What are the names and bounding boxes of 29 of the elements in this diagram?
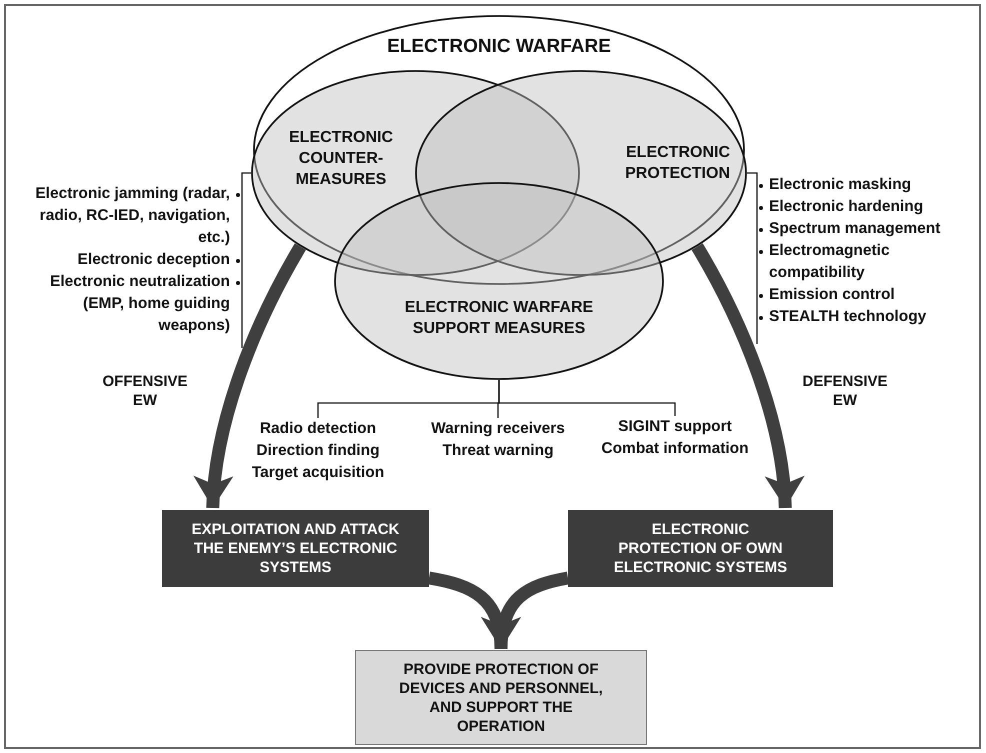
bracket-line xyxy=(498,380,676,416)
function-label: Warning receivers xyxy=(430,419,566,439)
list-item: Electronic hardening xyxy=(757,196,983,218)
curved-arrow xyxy=(692,243,804,508)
function-label: SIGINT support xyxy=(617,417,733,437)
list-item: STEALTH technology xyxy=(757,306,983,328)
region-label: ELECTRONIC WARFARE SUPPORT MEASURES xyxy=(404,298,594,339)
function-label: Threat warning xyxy=(441,441,555,461)
function-label: Combat information xyxy=(600,439,750,459)
list-item: Electronic deception xyxy=(8,249,242,271)
outcome-box: ELECTRONIC PROTECTION OF OWN ELECTRONIC SYSTEMS xyxy=(568,510,833,587)
function-label: Target acquisition xyxy=(250,463,386,483)
function-label: Radio detection xyxy=(258,419,378,439)
region-label: ELECTRONIC WARFARE xyxy=(386,35,612,59)
bracket-line xyxy=(241,172,251,348)
curved-arrow xyxy=(194,243,306,508)
bracket-line xyxy=(747,172,758,344)
region-label: ELECTRONIC COUNTER- MEASURES xyxy=(288,128,394,190)
list-item: Spectrum management xyxy=(757,218,983,240)
list-item: Electromagnetic compatibility xyxy=(757,240,983,284)
list-item: Electronic masking xyxy=(757,174,983,196)
outcome-box: EXPLOITATION AND ATTACK THE ENEMY’S ELECTRONIC SYSTEMS xyxy=(162,510,429,587)
list-item: Electronic jamming (radar, radio, RC-IED, navigation, etc.) xyxy=(8,183,242,249)
goal-box: PROVIDE PROTECTION OF DEVICES AND PERSONNEL, AND SUPPORT THE OPERATION xyxy=(355,650,647,745)
list-item: Electronic neutralization (EMP, home guiding weapons) xyxy=(8,271,242,337)
curved-arrow xyxy=(482,572,570,650)
region-label: ELECTRONIC PROTECTION xyxy=(624,143,730,184)
function-label: Direction finding xyxy=(255,441,381,461)
list-item: Emission control xyxy=(757,284,983,306)
